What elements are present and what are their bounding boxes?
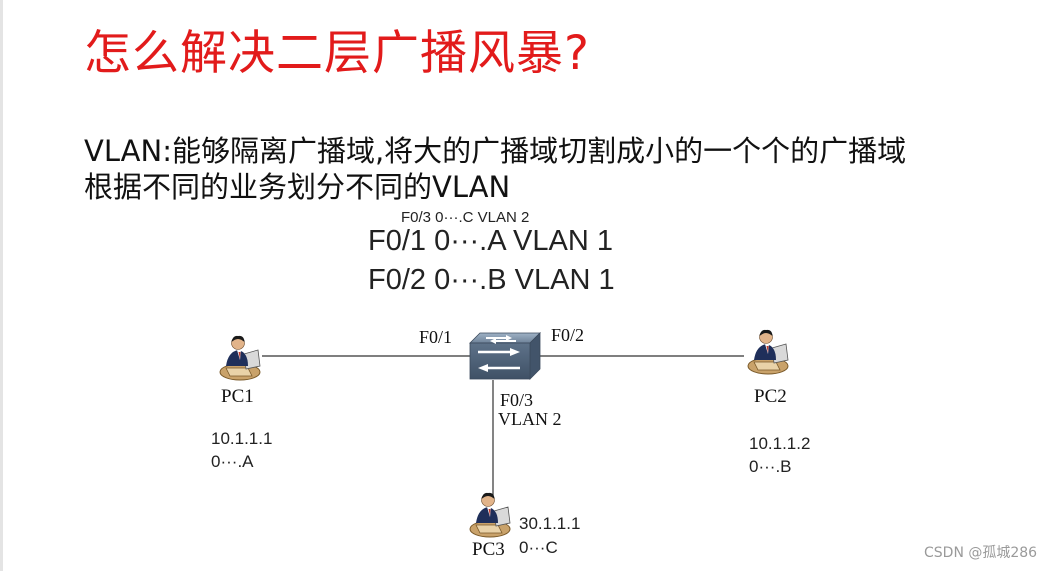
pc2-label: PC2 — [754, 386, 787, 407]
pc3-ip-address: 30.1.1.1 — [519, 514, 581, 533]
body-text-line-2: 根据不同的业务划分不同的VLAN — [84, 170, 511, 204]
network-switch-icon — [469, 332, 541, 380]
mac-table-row-f01: F0/1 0···.A VLAN 1 — [368, 225, 613, 257]
pc3-user-at-computer-icon — [469, 492, 511, 538]
watermark: CSDN @孤城286 — [924, 545, 1038, 561]
mac-table-row-f02: F0/2 0···.B VLAN 1 — [368, 264, 615, 296]
port-label-f03: F0/3 — [500, 390, 534, 410]
pc1-ip-address: 10.1.1.1 — [211, 429, 273, 448]
pc2-user-at-computer-icon — [747, 329, 789, 375]
slide-title: 怎么解决二层广播风暴? — [84, 26, 590, 81]
pc2-mac-address: 0···.B — [749, 457, 792, 476]
pc1-user-at-computer-icon — [219, 335, 261, 381]
port-label-f03-vlan: VLAN 2 — [498, 409, 562, 429]
pc1-label: PC1 — [221, 386, 254, 407]
mac-table-row-f03: F0/3 0···.C VLAN 2 — [401, 209, 530, 226]
port-label-f01: F0/1 — [419, 327, 453, 347]
body-text-line-1: VLAN:能够隔离广播域,将大的广播域切割成小的一个个的广播域 — [84, 134, 907, 168]
pc3-label: PC3 — [472, 539, 505, 560]
port-label-f02: F0/2 — [551, 325, 585, 345]
pc3-mac-address: 0···C — [519, 538, 558, 557]
pc2-ip-address: 10.1.1.2 — [749, 434, 811, 453]
left-border — [0, 0, 3, 571]
pc1-mac-address: 0···.A — [211, 452, 254, 471]
